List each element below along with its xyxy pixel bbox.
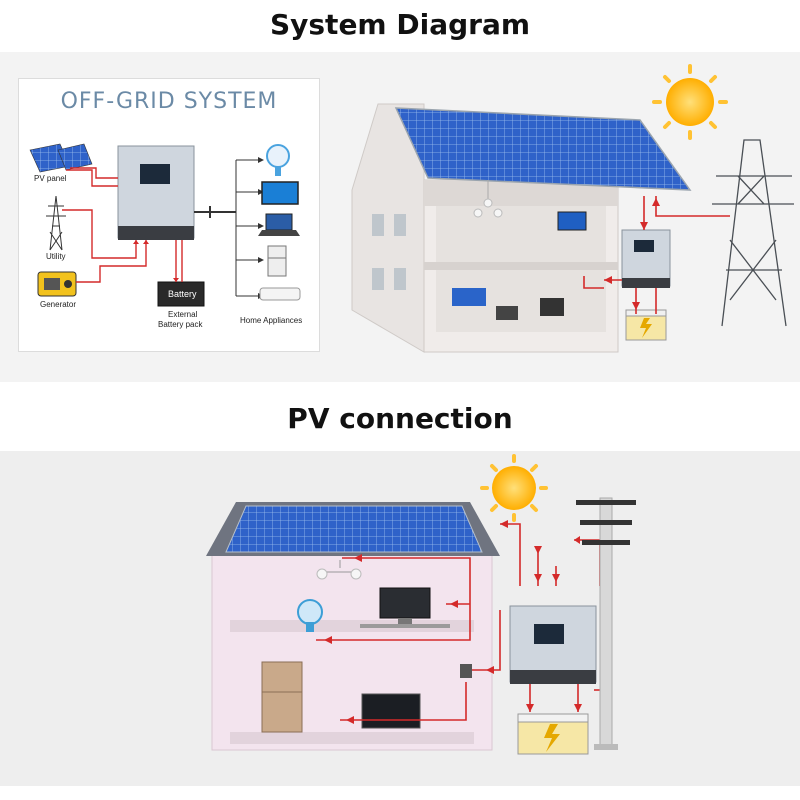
sun-icon — [652, 64, 728, 140]
monitor-icon — [379, 587, 431, 624]
monitor-icon — [557, 211, 587, 231]
pendant-lamp-icon — [473, 180, 503, 218]
tv-icon — [361, 693, 421, 729]
fridge-icon — [261, 661, 303, 733]
inverter-icon — [621, 229, 671, 288]
sun-icon — [480, 454, 548, 522]
laptop-icon — [258, 213, 300, 236]
system-diagram-title: System Diagram — [269, 8, 531, 41]
utility-label: Utility — [46, 252, 66, 261]
generator-icon — [37, 271, 77, 297]
pv-panel-label: PV panel — [34, 174, 67, 183]
battery-icon — [517, 713, 589, 755]
tv-icon — [261, 181, 299, 205]
external-battery-label-line2: Battery pack — [158, 320, 203, 329]
external-battery-label-line1: External — [168, 310, 198, 319]
solar-panel-icon — [394, 107, 692, 191]
inverter-icon — [117, 145, 195, 240]
home-appliances-label: Home Appliances — [240, 316, 303, 325]
battery-icon — [625, 309, 667, 341]
battery-icon — [157, 281, 205, 307]
pv-connection-title: PV connection — [287, 402, 513, 435]
off-grid-title: OFF-GRID SYSTEM — [60, 89, 278, 114]
battery-label: Battery — [168, 289, 197, 299]
pylon-icon — [46, 195, 66, 251]
inverter-icon — [509, 605, 597, 684]
house-illustration-top — [351, 103, 692, 353]
generator-label: Generator — [40, 300, 77, 309]
pendant-lamp-icon — [316, 560, 362, 580]
fan-icon — [297, 599, 323, 632]
air-conditioner-icon — [259, 287, 301, 301]
utility-pole-icon — [576, 497, 636, 750]
fridge-icon — [267, 245, 287, 277]
solar-panel-icon — [29, 143, 93, 173]
pylon-icon — [712, 139, 794, 327]
fan-icon — [266, 144, 290, 176]
solar-panel-icon — [225, 505, 483, 553]
house-illustration-bottom — [206, 502, 500, 751]
